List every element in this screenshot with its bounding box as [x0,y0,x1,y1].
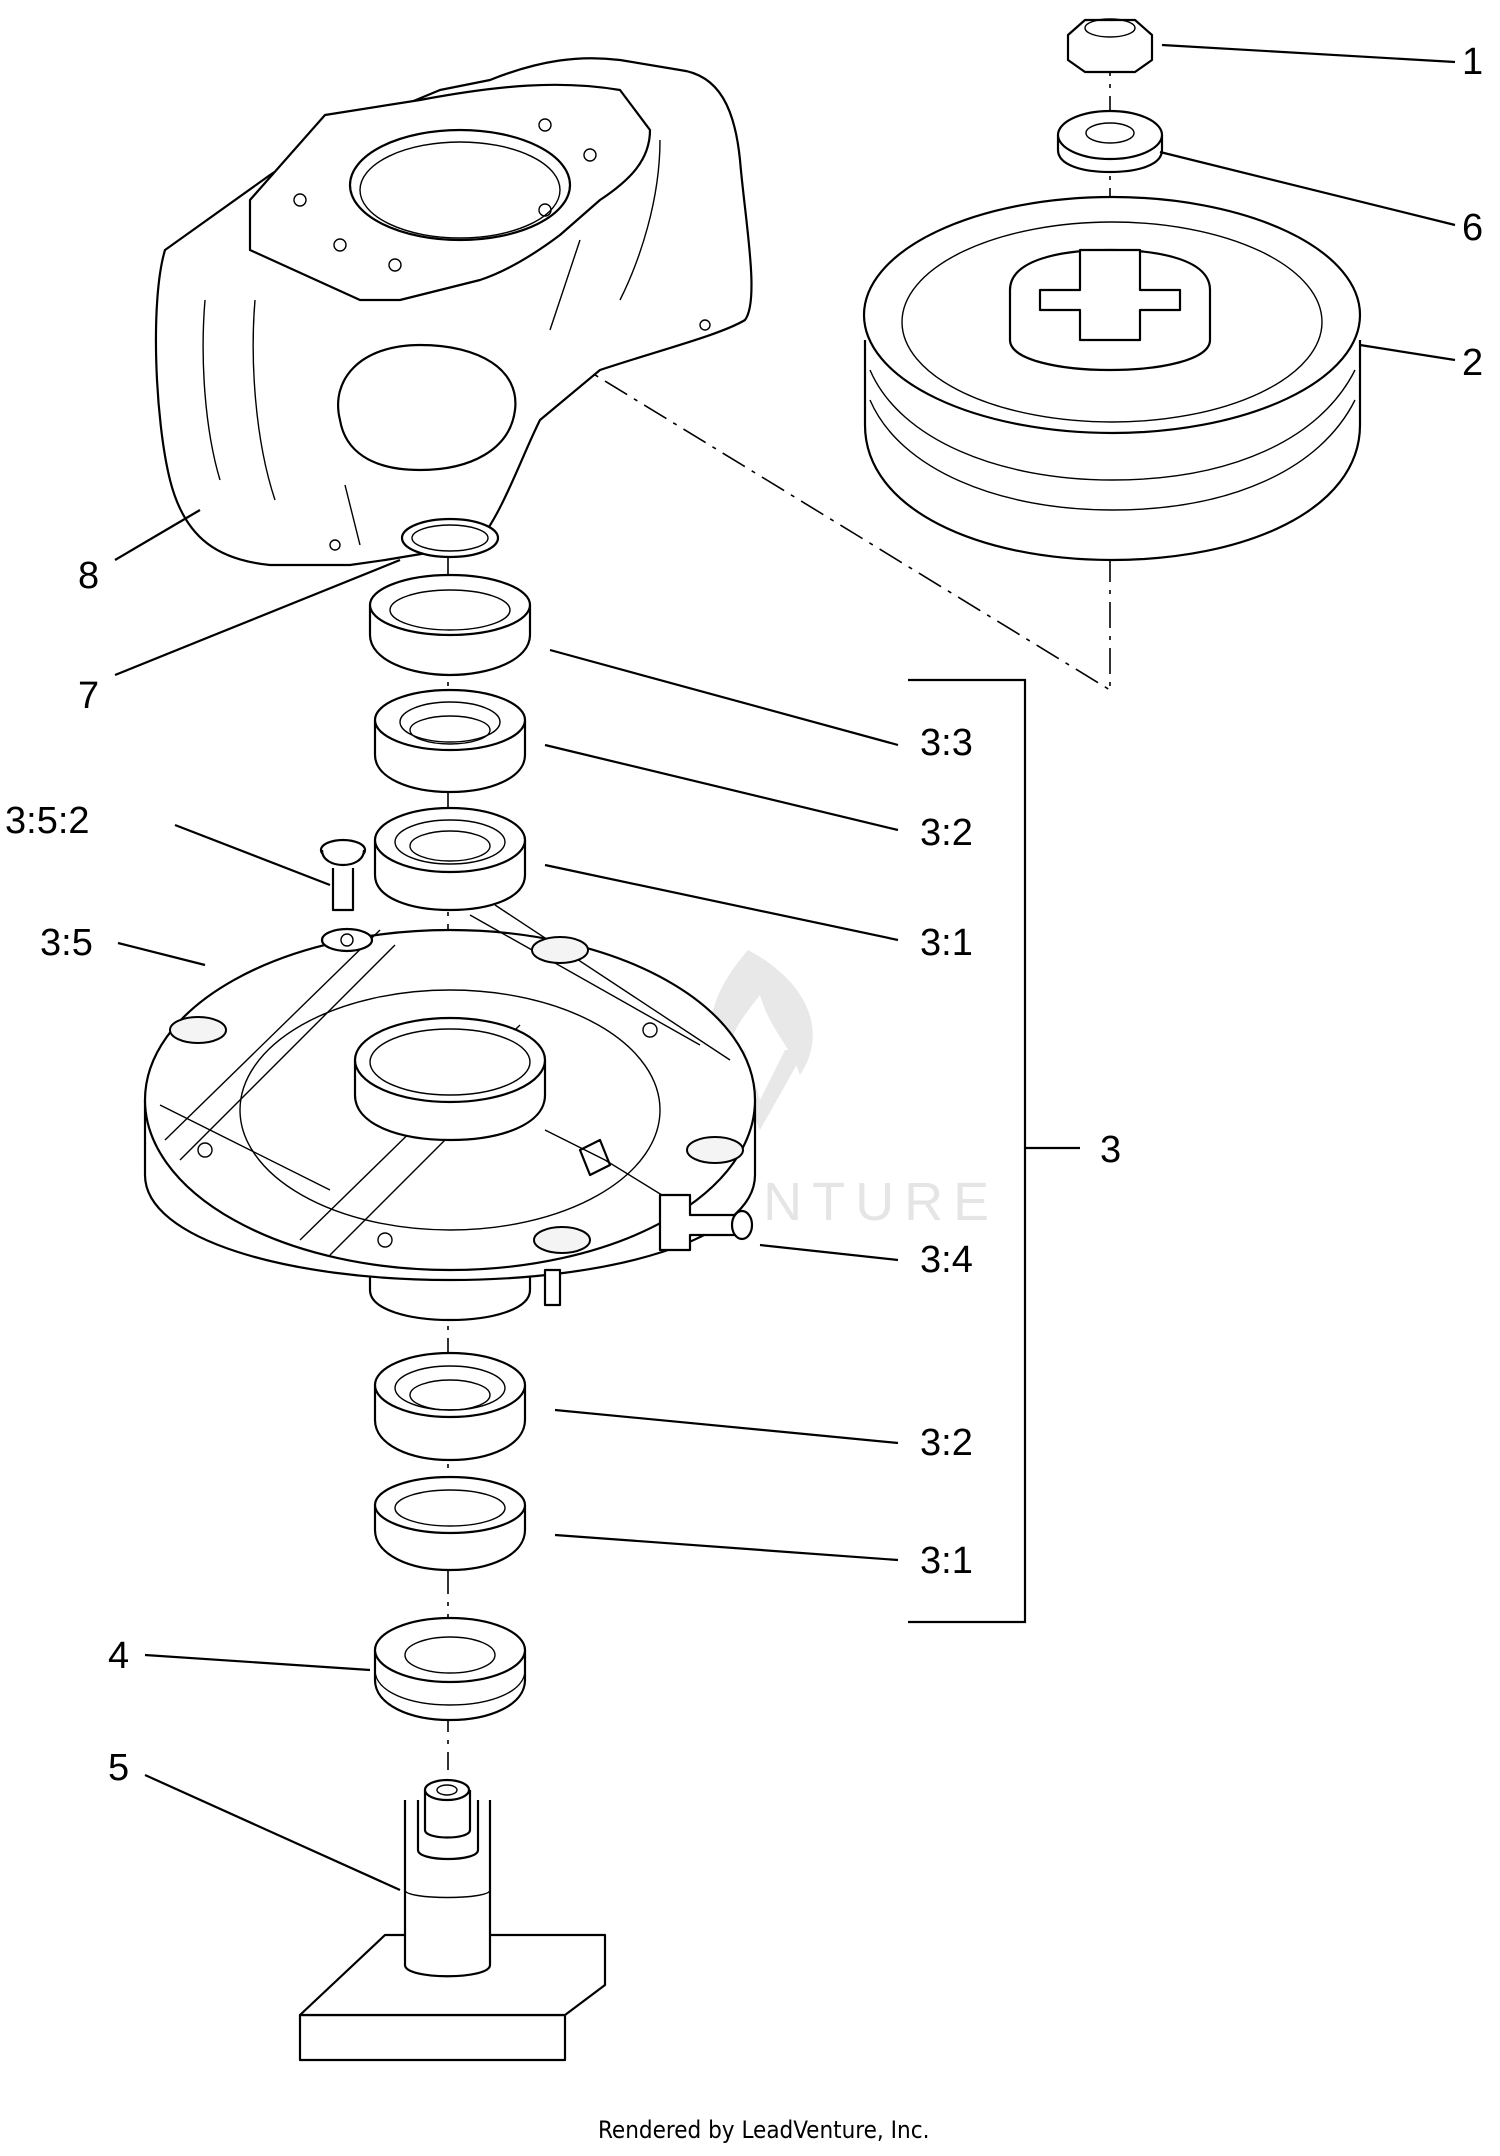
callout-labels: 1 6 2 8 7 3:3 3:2 3:5:2 3:1 3:5 3 3:4 3:… [5,41,1483,1789]
housing-bracket [154,57,753,567]
lower-bearing-cone [373,1351,527,1462]
callout-3: 3 [1100,1129,1121,1171]
pulley [862,195,1362,562]
spindle-housing [143,904,757,1322]
upper-bearing-cup [373,806,527,912]
lower-seal [373,1616,527,1722]
washer [1056,109,1164,174]
callout-3-3: 3:3 [920,722,973,764]
spindle-shaft [298,1778,607,2062]
o-ring [400,517,500,559]
callout-8: 8 [78,555,99,597]
alignment-pin [319,838,367,912]
render-credit: Rendered by LeadVenture, Inc. [598,2116,929,2144]
hex-nut [1066,18,1154,74]
callout-2: 2 [1462,342,1483,384]
callout-3-2-upper: 3:2 [920,812,973,854]
leader-lines [114,43,1456,1892]
lower-bearing-cup [373,1475,527,1572]
callout-5: 5 [108,1747,129,1789]
callout-3-5: 3:5 [40,922,93,964]
callout-3-1-lower: 3:1 [920,1540,973,1582]
callout-3-5-2: 3:5:2 [5,800,90,842]
callout-1: 1 [1462,41,1483,83]
callout-4: 4 [108,1635,129,1677]
callout-7: 7 [78,675,99,717]
assembly-3-bracket [908,678,1080,1624]
callout-3-2-lower: 3:2 [920,1422,973,1464]
callout-6: 6 [1462,207,1483,249]
callout-3-4: 3:4 [920,1239,973,1281]
grease-fitting [658,1193,754,1252]
callout-3-1-upper: 3:1 [920,922,973,964]
upper-bearing-cone [373,688,527,794]
upper-seal [368,573,532,677]
